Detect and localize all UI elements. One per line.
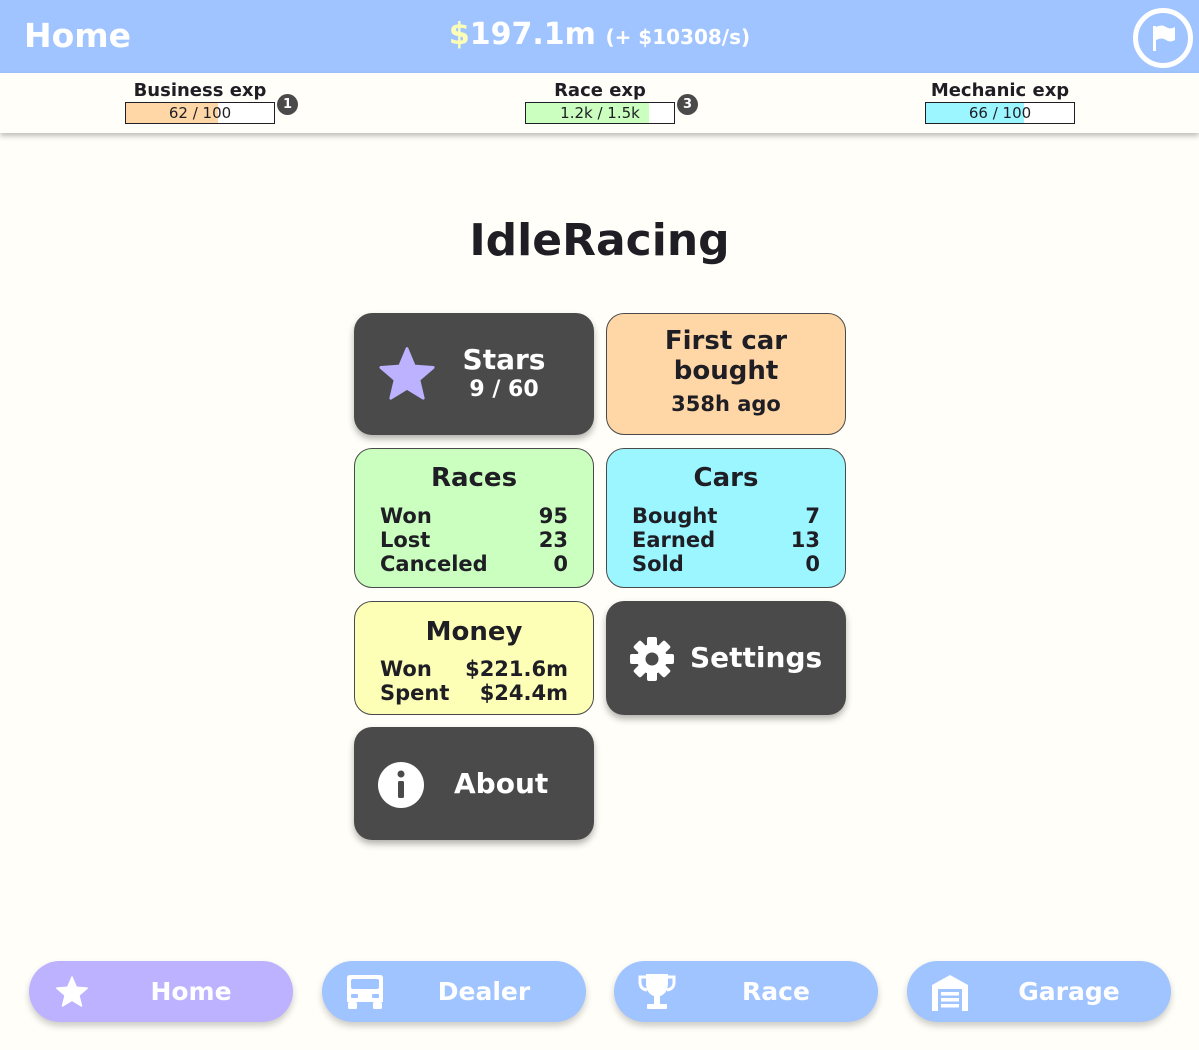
mechanic-exp: Mechanic exp 66 / 100	[925, 80, 1075, 124]
stars-card[interactable]: Stars 9 / 60	[354, 313, 594, 435]
exp-bars: Business exp 62 / 100 1 Race exp 1.2k / …	[0, 73, 1199, 133]
money-amount: 197.1m	[469, 17, 596, 52]
money-symbol: $	[448, 17, 470, 52]
cars-sold-value: 0	[805, 552, 820, 576]
races-lost-value: 23	[538, 528, 568, 552]
races-lost-label: Lost	[380, 528, 431, 552]
money-stats: Won $221.6m Spent $24.4m	[355, 657, 593, 705]
nav-race-button[interactable]: Race	[614, 961, 878, 1022]
settings-button[interactable]: Settings	[606, 601, 846, 715]
money-won-row: Won $221.6m	[355, 657, 593, 681]
races-lost-row: Lost 23	[355, 528, 593, 552]
flag-icon	[1153, 25, 1175, 51]
nav-dealer-button[interactable]: Dealer	[322, 961, 586, 1022]
mechanic-exp-value: 66 / 100	[968, 104, 1032, 122]
race-exp-value: 1.2k / 1.5k	[560, 104, 640, 122]
race-exp-label: Race exp	[554, 80, 646, 101]
cars-sold-label: Sold	[632, 552, 684, 576]
business-exp-bar: 62 / 100	[125, 102, 275, 124]
races-won-label: Won	[380, 504, 432, 528]
nav-home-label: Home	[150, 977, 232, 1006]
gear-icon	[630, 637, 674, 681]
money-card: Money Won $221.6m Spent $24.4m	[354, 601, 594, 715]
about-button[interactable]: About	[354, 727, 594, 840]
trophy-icon	[638, 974, 676, 1009]
about-label: About	[454, 767, 549, 800]
flag-button[interactable]	[1133, 8, 1193, 68]
mechanic-exp-fill	[926, 103, 1024, 123]
races-stats: Won 95 Lost 23 Canceled 0	[355, 504, 593, 576]
first-car-title-line2: bought	[673, 356, 779, 386]
money-spent-label: Spent	[380, 681, 450, 705]
star-icon	[379, 347, 435, 400]
nav-race-label: Race	[742, 977, 810, 1006]
cars-title: Cars	[693, 463, 759, 493]
mechanic-exp-bar: 66 / 100	[925, 102, 1075, 124]
mechanic-exp-label: Mechanic exp	[930, 80, 1070, 101]
nav-dealer-label: Dealer	[437, 977, 531, 1006]
business-exp-value: 62 / 100	[168, 104, 232, 122]
cars-bought-label: Bought	[632, 504, 718, 528]
money-title: Money	[425, 617, 523, 647]
settings-label: Settings	[690, 641, 823, 674]
cars-earned-value: 13	[790, 528, 820, 552]
nav-garage-label: Garage	[1018, 977, 1120, 1006]
cars-stats: Bought 7 Earned 13 Sold 0	[607, 504, 845, 576]
race-exp: Race exp 1.2k / 1.5k	[525, 80, 675, 124]
cars-earned-row: Earned 13	[607, 528, 845, 552]
money-spent-row: Spent $24.4m	[355, 681, 593, 705]
nav-home-button[interactable]: Home	[29, 961, 293, 1022]
cars-bought-value: 7	[805, 504, 820, 528]
race-level-badge: 3	[677, 94, 698, 115]
star-icon	[55, 976, 89, 1007]
business-exp: Business exp 62 / 100	[125, 80, 275, 124]
races-title: Races	[430, 463, 518, 493]
cars-earned-label: Earned	[632, 528, 716, 552]
cars-card: Cars Bought 7 Earned 13 Sold 0	[606, 448, 846, 588]
app-title: IdleRacing	[469, 215, 730, 266]
business-exp-label: Business exp	[133, 80, 267, 101]
races-canceled-row: Canceled 0	[355, 552, 593, 576]
stars-value: 9 / 60	[469, 377, 539, 402]
money-won-value: $221.6m	[465, 657, 568, 681]
races-card: Races Won 95 Lost 23 Canceled 0	[354, 448, 594, 588]
business-level-badge: 1	[277, 94, 298, 115]
nav-garage-button[interactable]: Garage	[907, 961, 1171, 1022]
page-title: Home	[24, 16, 132, 55]
first-car-card: First car bought 358h ago	[606, 313, 846, 435]
info-icon	[378, 762, 424, 808]
races-won-row: Won 95	[355, 504, 593, 528]
race-exp-bar: 1.2k / 1.5k	[525, 102, 675, 124]
money-won-label: Won	[380, 657, 432, 681]
money-spent-value: $24.4m	[479, 681, 568, 705]
races-canceled-label: Canceled	[380, 552, 488, 576]
race-exp-fill	[526, 103, 649, 123]
garage-icon	[932, 975, 968, 1011]
races-canceled-value: 0	[553, 552, 568, 576]
stars-title: Stars	[462, 343, 546, 376]
business-exp-fill	[126, 103, 218, 123]
cars-bought-row: Bought 7	[607, 504, 845, 528]
car-icon	[347, 975, 383, 1009]
races-won-value: 95	[538, 504, 568, 528]
money-display: $197.1m (+ $10308/s)	[0, 17, 1199, 52]
cars-sold-row: Sold 0	[607, 552, 845, 576]
first-car-time: 358h ago	[671, 392, 781, 416]
money-rate: (+ $10308/s)	[605, 25, 751, 49]
top-header: Home $197.1m (+ $10308/s)	[0, 0, 1199, 73]
first-car-title-line1: First car	[664, 326, 788, 356]
